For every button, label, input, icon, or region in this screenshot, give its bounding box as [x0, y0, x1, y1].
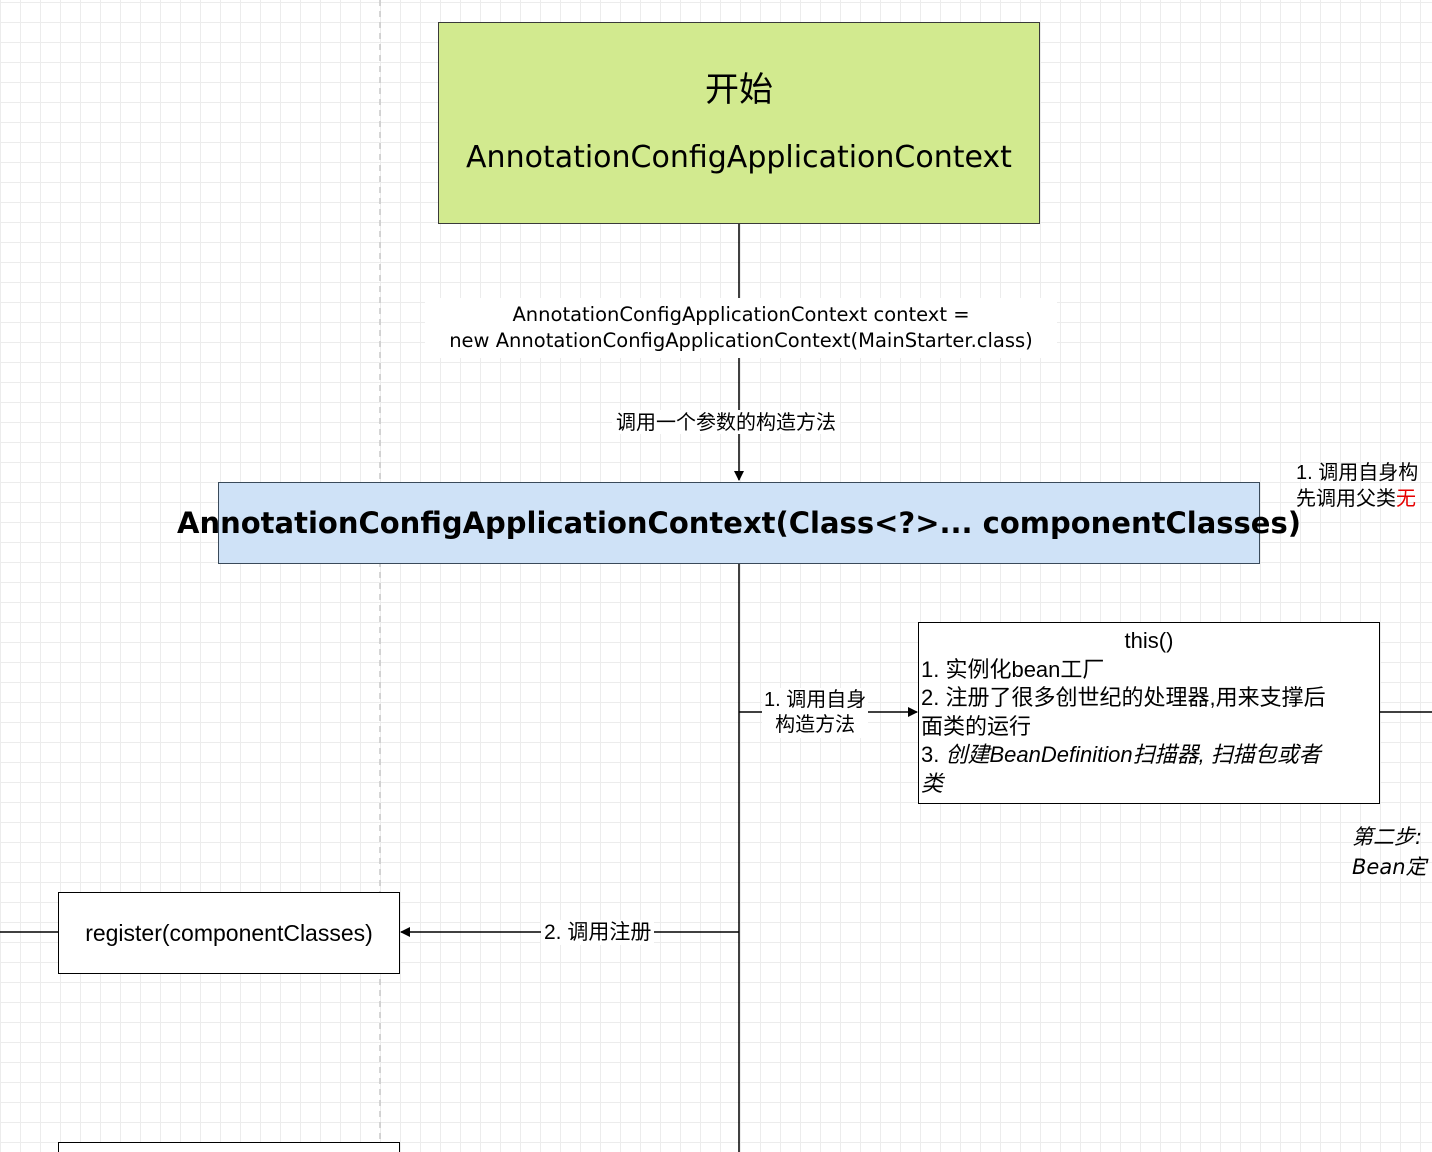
edge-self-label: 1. 调用自身 构造方法 — [762, 688, 869, 738]
start-node[interactable]: 开始 AnnotationConfigApplicationContext — [438, 22, 1040, 224]
this-node-line3: 面类的运行 — [921, 713, 1032, 739]
this-node-line2: 2. 注册了很多创世纪的处理器,用来支撑后 — [921, 685, 1326, 710]
this-node-line1: 1. 实例化bean工厂 — [921, 656, 1105, 682]
step2-cutoff-label-line2: Bean定 — [1352, 855, 1427, 879]
edge-self-label-line2: 构造方法 — [775, 714, 856, 736]
constructor-node[interactable]: AnnotationConfigApplicationContext(Class… — [177, 482, 1301, 564]
right-cutoff-label-line2: 先调用父类无 — [1296, 486, 1418, 512]
register-node-text: register(componentClasses) — [85, 919, 373, 946]
edge-self-label-line1: 1. 调用自身 — [764, 689, 867, 711]
step2-cutoff-label-line1: 第二步: — [1352, 825, 1423, 849]
register-node[interactable]: register(componentClasses) — [58, 892, 400, 974]
start-node-subtitle: AnnotationConfigApplicationContext — [466, 140, 1012, 175]
right-cutoff-label-line2-red: 无 — [1396, 488, 1416, 510]
partial-node[interactable] — [58, 1142, 400, 1152]
start-node-title: 开始 — [705, 70, 773, 110]
constructor-node-text: AnnotationConfigApplicationContext(Class… — [177, 506, 1301, 540]
this-node-line5-text: 类 — [921, 770, 944, 796]
step2-cutoff-label: 第二步: Bean定 — [1352, 822, 1427, 882]
right-cutoff-label-line1: 1. 调用自身构 — [1296, 462, 1419, 484]
edge-code-label-line1: AnnotationConfigApplicationContext conte… — [512, 303, 970, 326]
this-node[interactable]: this() 1. 实例化bean工厂 2. 注册了很多创世纪的处理器,用来支撑… — [918, 622, 1380, 804]
edge-code-label-line2: new AnnotationConfigApplicationContext(M… — [449, 329, 1033, 352]
this-node-line4: 3. 创建BeanDefinition扫描器, 扫描包或者 — [921, 741, 1377, 770]
this-node-line4-prefix: 3. — [921, 742, 946, 767]
this-node-line5: 类 — [921, 770, 1377, 799]
edge-register-label: 2. 调用注册 — [541, 920, 655, 946]
right-cutoff-label: 1. 调用自身构 先调用父类无 — [1296, 460, 1418, 512]
edge-call-label: 调用一个参数的构造方法 — [612, 410, 840, 434]
right-cutoff-label-line2-black: 先调用父类 — [1296, 488, 1396, 510]
this-node-line4-rest: 创建BeanDefinition扫描器, 扫描包或者 — [945, 742, 1321, 767]
edge-code-label: AnnotationConfigApplicationContext conte… — [425, 298, 1057, 358]
this-node-title: this() — [1124, 628, 1174, 653]
